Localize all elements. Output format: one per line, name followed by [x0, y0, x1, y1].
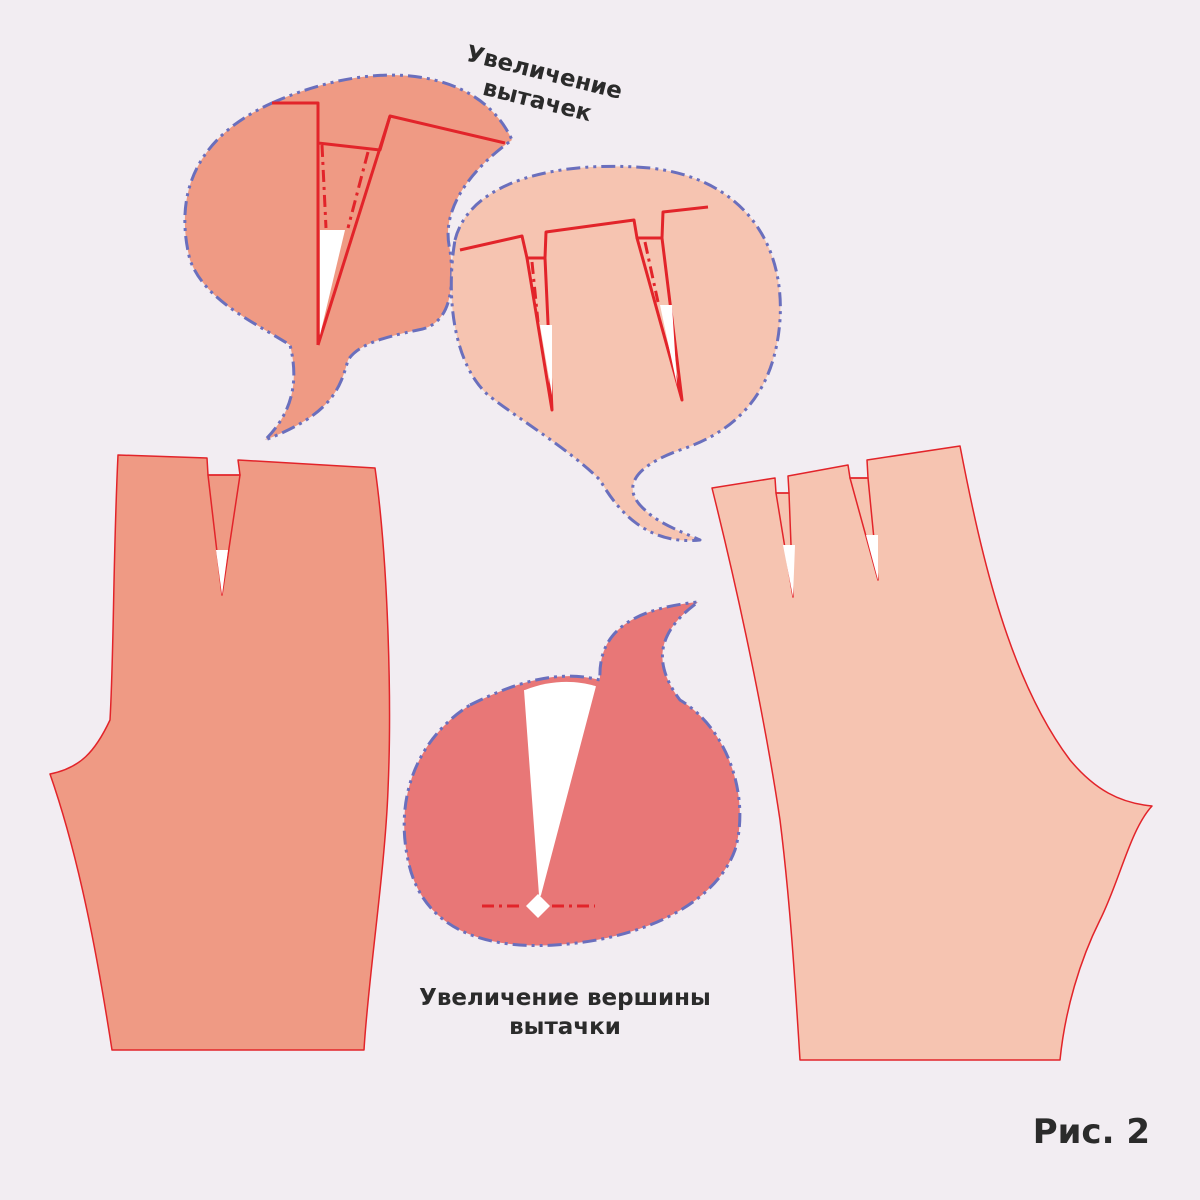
back-dart-1-opening	[783, 545, 795, 597]
callout-back-dart-2-opening	[660, 305, 677, 385]
front-dart-opening	[216, 550, 228, 595]
callout-apex-dart-opening	[525, 681, 595, 895]
callout-back-dart-1-opening	[540, 325, 552, 395]
callout-front-dart-right-leg	[316, 115, 392, 346]
callout-front-darts	[183, 73, 514, 442]
callout-dart-apex	[402, 599, 742, 948]
label-apex-line-1: Увеличение вершины	[419, 985, 711, 1011]
callout-back-foldline-1	[530, 261, 540, 323]
back-dart-2	[849, 477, 879, 581]
front-dart	[207, 474, 241, 596]
front-piece-outline	[49, 454, 391, 1051]
callout-back-foldline-2	[643, 241, 660, 303]
callout-front-bubble	[183, 73, 514, 442]
callout-apex-marker	[526, 894, 550, 918]
label-apex-line-2: вытачки	[509, 1014, 621, 1040]
callout-back-waistline	[459, 205, 709, 260]
callout-front-dart-opening	[320, 230, 345, 335]
figure-number: Рис. 2	[1032, 1112, 1150, 1152]
callout-back-dart-1	[525, 257, 554, 412]
callout-front-foldline-1	[320, 144, 328, 229]
back-dart-2-opening	[866, 535, 878, 580]
callout-back-dart-2	[635, 237, 684, 402]
callout-back-darts	[449, 164, 782, 543]
front-trouser-piece	[49, 454, 391, 1051]
callout-back-bubble	[449, 164, 782, 543]
callout-front-waistline	[272, 101, 506, 152]
back-piece-outline	[711, 445, 1153, 1061]
label-apex-magnification: Увеличение вершины вытачки	[370, 984, 760, 1042]
callout-apex-dart-legs	[524, 685, 596, 896]
back-trouser-piece	[711, 445, 1153, 1061]
